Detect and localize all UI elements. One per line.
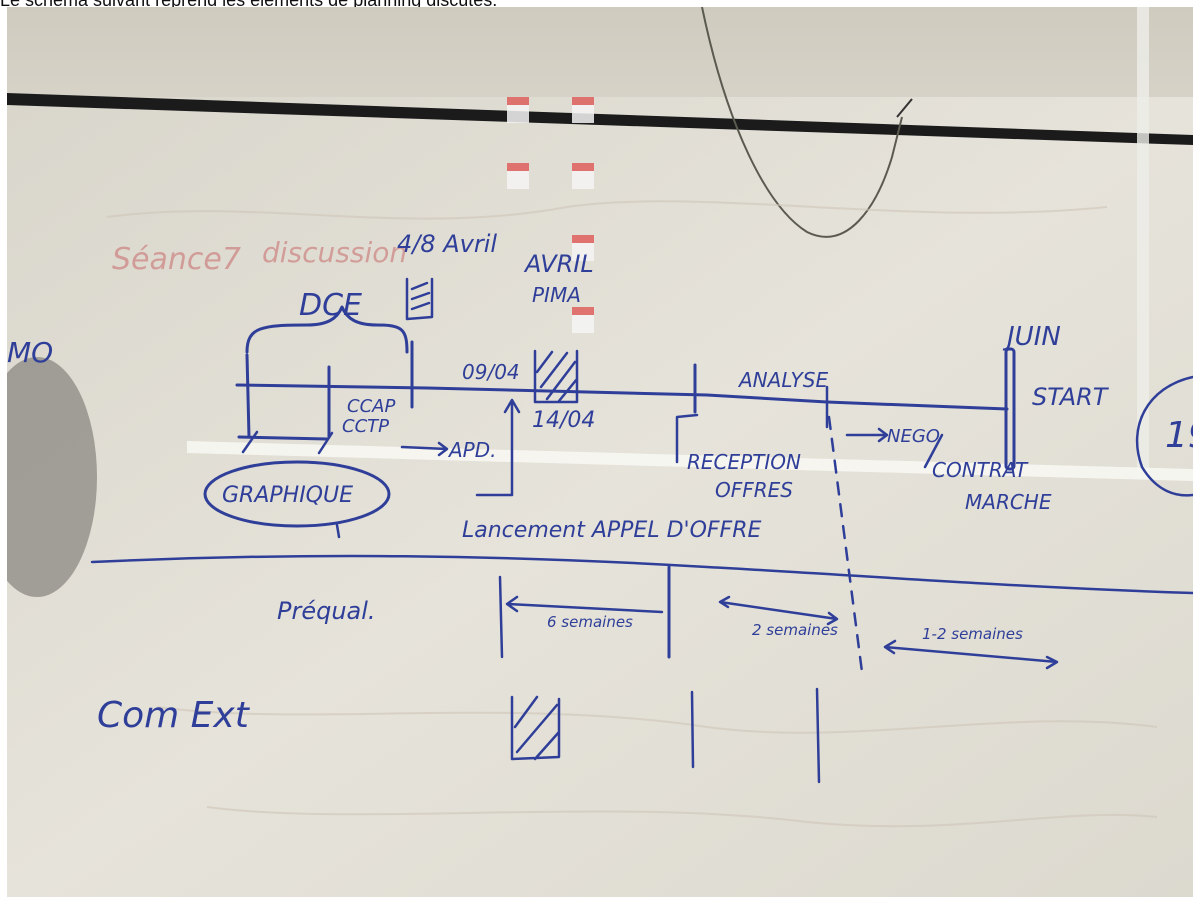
seance-label: Séance7 — [112, 242, 241, 277]
pdf-file-icon — [572, 163, 594, 189]
apd-label: APD. — [447, 438, 497, 462]
discussion-label: discussion — [262, 236, 407, 269]
pdf-file-icon — [507, 97, 529, 123]
lancement-label: Lancement APPEL D'OFFRE — [462, 518, 761, 543]
prequal-label: Préqual. — [277, 597, 376, 625]
person-silhouette — [7, 357, 97, 597]
slash-mark — [923, 433, 944, 469]
one-two-weeks-arrow — [883, 639, 1059, 670]
ccap-label: CCAP — [347, 396, 395, 417]
smudge-3 — [206, 806, 1158, 828]
apd-arrow — [400, 441, 449, 457]
two-weeks-arrow — [718, 595, 839, 626]
timeline-line — [235, 383, 1009, 411]
six-weeks-arrow — [505, 595, 664, 614]
hook — [896, 98, 913, 118]
date-0904: 09/04 — [462, 360, 520, 384]
nego-arrow — [845, 427, 889, 443]
graphique-marks — [241, 430, 334, 455]
dashed-divider — [827, 415, 864, 674]
six-weeks-label: 6 semaines — [547, 613, 633, 631]
pdf-file-icon — [572, 235, 594, 261]
hatch-48-avril — [405, 277, 434, 321]
one-two-weeks-label: 1-2 semaines — [922, 625, 1023, 643]
pdf-file-icon — [572, 307, 594, 333]
graphique-label: GRAPHIQUE — [222, 483, 353, 508]
start-bar — [1004, 347, 1016, 471]
separator-line — [90, 554, 1193, 595]
graphique-tail — [335, 523, 341, 539]
juin-label: JUIN — [1002, 322, 1061, 352]
caption-text: Le schéma suivant reprend les éléments d… — [0, 0, 498, 10]
avril-label: AVRIL — [523, 250, 594, 278]
nego-label: NEGO — [887, 426, 940, 447]
reception-label: RECEPTION — [687, 450, 801, 474]
cctp-label: CCTP — [342, 416, 389, 437]
analyse-label: ANALYSE — [737, 368, 828, 392]
com-ext-bar-2 — [815, 687, 821, 784]
reception-bracket — [675, 413, 699, 464]
com-ext-bar-1 — [690, 690, 695, 769]
pdf-file-icon — [572, 97, 594, 123]
start-label: START — [1032, 383, 1110, 411]
prequal-bar-1 — [498, 575, 504, 659]
smudge-1 — [106, 200, 1108, 220]
lancement-arrow — [475, 398, 521, 497]
board-edge — [1137, 7, 1149, 477]
whiteboard-photo: Séance7 discussion 4/8 Avril DCE — [7, 7, 1193, 897]
com-ext-hatch — [510, 695, 561, 761]
mo-label: MO — [7, 336, 53, 369]
pdf-file-icon — [507, 163, 529, 189]
date-48-avril: 4/8 Avril — [397, 230, 497, 258]
hatch-april — [533, 349, 579, 404]
tick-start — [245, 353, 251, 439]
date-1404: 14/04 — [532, 408, 595, 433]
graphique-circle — [203, 460, 391, 528]
smudge-2 — [156, 706, 1158, 734]
projector-light-line — [187, 441, 1193, 481]
board-frame — [7, 93, 1193, 145]
edge-circle — [1135, 375, 1193, 497]
dce-label: DCE — [299, 288, 362, 323]
offres-label: OFFRES — [715, 478, 793, 502]
com-ext-label: Com Ext — [97, 695, 251, 736]
marche-label: MARCHE — [965, 490, 1052, 514]
pima-label: PIMA — [532, 283, 581, 307]
edge-number: 19 — [1165, 415, 1193, 456]
two-weeks-label: 2 semaines — [752, 621, 838, 639]
cable — [701, 7, 903, 238]
dce-brace — [245, 305, 409, 354]
contrat-label: CONTRAT — [932, 458, 1029, 482]
